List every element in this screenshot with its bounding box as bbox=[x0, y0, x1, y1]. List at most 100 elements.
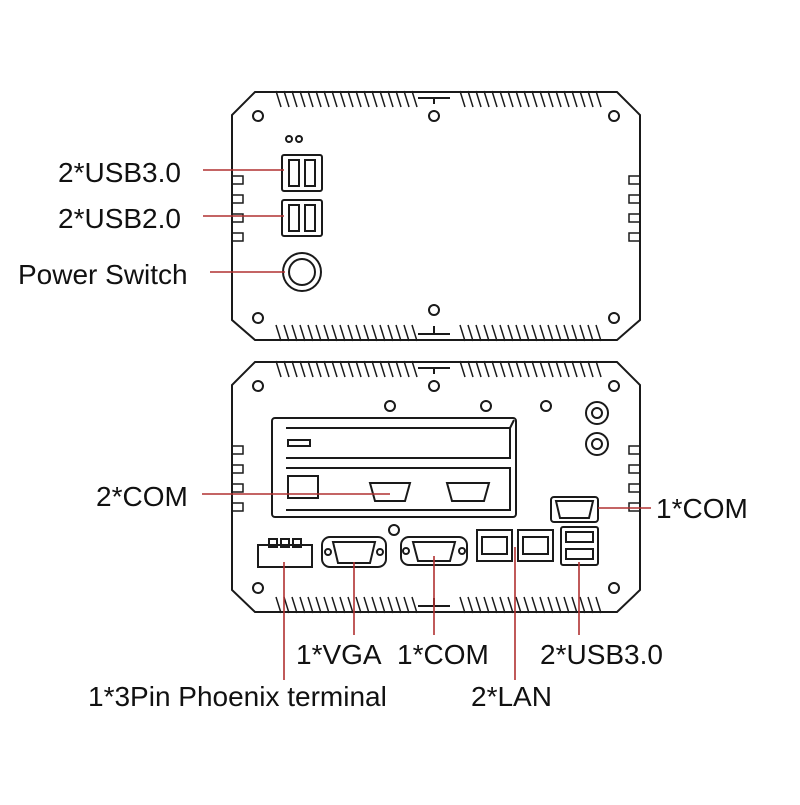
fin bbox=[459, 596, 466, 614]
fin bbox=[539, 90, 546, 108]
front-side-vents bbox=[232, 175, 640, 242]
fin bbox=[531, 324, 538, 342]
rear-cooling-fins-top bbox=[275, 360, 602, 378]
fin bbox=[595, 596, 602, 614]
fin bbox=[539, 360, 546, 378]
fin bbox=[283, 360, 290, 378]
fin bbox=[307, 324, 314, 342]
fin bbox=[483, 324, 490, 342]
fin bbox=[363, 90, 370, 108]
fin bbox=[307, 596, 314, 614]
fin bbox=[491, 324, 498, 342]
label-lan: 2*LAN bbox=[471, 681, 552, 712]
fin bbox=[475, 90, 482, 108]
side-vent bbox=[232, 502, 244, 512]
fin bbox=[475, 596, 482, 614]
fin bbox=[331, 596, 338, 614]
fin bbox=[275, 324, 282, 342]
fin bbox=[315, 360, 322, 378]
fin bbox=[411, 596, 418, 614]
label-rear-usb3: 2*USB3.0 bbox=[540, 639, 663, 670]
fin bbox=[371, 360, 378, 378]
fin bbox=[291, 360, 298, 378]
fin bbox=[347, 360, 354, 378]
fin bbox=[507, 90, 514, 108]
label-front-usb3: 2*USB3.0 bbox=[58, 157, 181, 188]
fin bbox=[275, 360, 282, 378]
rear-cooling-fins-bottom bbox=[275, 596, 602, 614]
fin bbox=[531, 596, 538, 614]
fin bbox=[387, 324, 394, 342]
fin bbox=[531, 90, 538, 108]
front-chassis-outline bbox=[231, 91, 641, 341]
fin bbox=[467, 596, 474, 614]
bracket-com-port-2[interactable] bbox=[445, 482, 491, 502]
fin bbox=[331, 90, 338, 108]
fin bbox=[483, 90, 490, 108]
fin bbox=[491, 90, 498, 108]
fin bbox=[523, 90, 530, 108]
right-com-port[interactable] bbox=[550, 496, 599, 523]
fin bbox=[531, 360, 538, 378]
fin bbox=[315, 90, 322, 108]
side-vent bbox=[232, 232, 244, 242]
label-power-switch: Power Switch bbox=[18, 259, 188, 290]
fin bbox=[371, 324, 378, 342]
side-vent bbox=[628, 194, 640, 204]
fin bbox=[323, 596, 330, 614]
fin bbox=[323, 360, 330, 378]
fin bbox=[291, 596, 298, 614]
fin bbox=[315, 596, 322, 614]
fin bbox=[355, 324, 362, 342]
fin bbox=[555, 90, 562, 108]
fin bbox=[379, 324, 386, 342]
label-rear-1com-right: 1*COM bbox=[656, 493, 748, 524]
fin bbox=[395, 324, 402, 342]
fin bbox=[299, 90, 306, 108]
fin bbox=[539, 324, 546, 342]
side-vent bbox=[628, 464, 640, 474]
fin bbox=[563, 360, 570, 378]
fin bbox=[579, 360, 586, 378]
fin bbox=[403, 360, 410, 378]
front-usb3-ports[interactable] bbox=[281, 154, 323, 192]
antenna-connectors bbox=[585, 401, 609, 456]
bracket-com-port-1[interactable] bbox=[368, 482, 412, 502]
fin bbox=[459, 360, 466, 378]
phoenix-terminal[interactable] bbox=[257, 538, 313, 568]
power-switch-button[interactable] bbox=[282, 252, 322, 292]
lan-port-2[interactable] bbox=[517, 529, 554, 562]
fin bbox=[395, 360, 402, 378]
fin bbox=[467, 90, 474, 108]
labels: 2*USB3.0 2*USB2.0 Power Switch 2*COM 1*C… bbox=[18, 157, 748, 712]
front-usb2-ports[interactable] bbox=[281, 199, 323, 237]
fin bbox=[403, 596, 410, 614]
fin bbox=[547, 90, 554, 108]
fin bbox=[475, 360, 482, 378]
rear-usb3-ports[interactable] bbox=[560, 526, 599, 566]
fin bbox=[555, 596, 562, 614]
fin bbox=[483, 360, 490, 378]
fin bbox=[379, 90, 386, 108]
fin bbox=[299, 324, 306, 342]
front-cooling-fins-top bbox=[275, 90, 602, 108]
fin bbox=[571, 324, 578, 342]
fin bbox=[547, 324, 554, 342]
side-vent bbox=[232, 175, 244, 185]
front-screws bbox=[252, 110, 620, 324]
fin bbox=[587, 90, 594, 108]
fin bbox=[571, 90, 578, 108]
leader-lines bbox=[202, 169, 651, 680]
side-vent bbox=[232, 464, 244, 474]
fin bbox=[307, 360, 314, 378]
fin bbox=[539, 596, 546, 614]
side-vent bbox=[628, 175, 640, 185]
side-vent bbox=[628, 445, 640, 455]
fin bbox=[403, 90, 410, 108]
lan-port-1[interactable] bbox=[476, 529, 513, 562]
fin bbox=[299, 596, 306, 614]
label-rear-2com: 2*COM bbox=[96, 481, 188, 512]
fin bbox=[475, 324, 482, 342]
fin bbox=[363, 360, 370, 378]
